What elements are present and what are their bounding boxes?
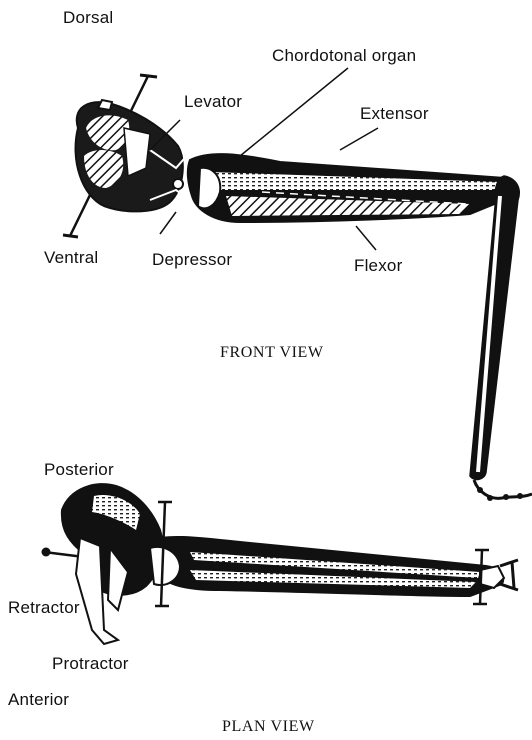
tibia-segment: [470, 176, 532, 501]
levator-label: Levator: [184, 92, 242, 112]
front-view-caption: FRONT VIEW: [220, 344, 324, 362]
protractor-label: Protractor: [52, 654, 129, 674]
flexor-label: Flexor: [354, 256, 402, 276]
ventral-label: Ventral: [44, 248, 98, 268]
dorsal-label: Dorsal: [63, 8, 113, 28]
femur-segment: [188, 154, 517, 222]
plan-coxa-segment: [62, 484, 162, 644]
depressor-label: Depressor: [152, 250, 232, 270]
coxa-segment: [76, 100, 196, 211]
retractor-label: Retractor: [8, 598, 80, 618]
extensor-label: Extensor: [360, 104, 429, 124]
posterior-label: Posterior: [44, 460, 114, 480]
plan-view-drawing: [42, 484, 519, 644]
plan-femur-segment: [147, 537, 518, 596]
chordotonal-organ-label: Chordotonal organ: [272, 46, 416, 66]
anterior-label: Anterior: [8, 690, 69, 710]
plan-view-caption: PLAN VIEW: [222, 718, 315, 736]
front-view-drawing: [63, 68, 532, 501]
